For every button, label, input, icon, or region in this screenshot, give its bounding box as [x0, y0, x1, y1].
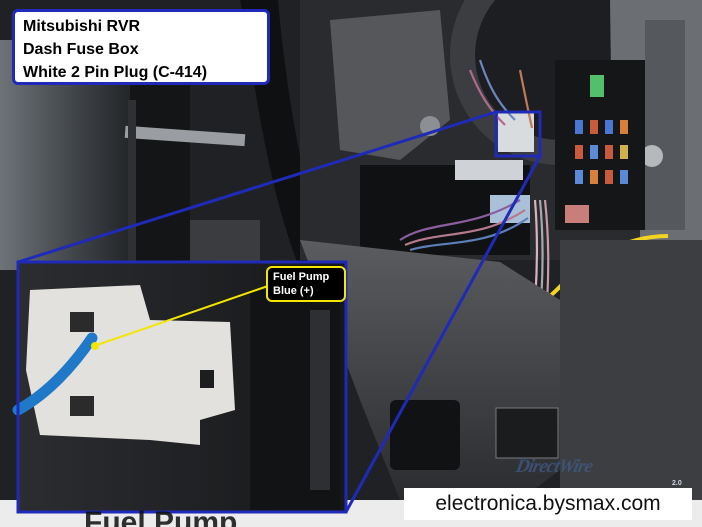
title-box: Mitsubishi RVR Dash Fuse Box White 2 Pin…: [12, 9, 270, 85]
callout-line-function: Fuel Pump: [273, 271, 330, 283]
brand-version: 2.0: [672, 480, 682, 487]
title-line-connector: White 2 Pin Plug (C-414): [23, 64, 208, 81]
site-watermark: electronica.bysmax.com: [404, 488, 692, 520]
brand-logo: DirectWire: [513, 456, 595, 477]
title-line-vehicle: Mitsubishi RVR: [23, 18, 141, 35]
fuel-pump-callout: Fuel Pump Blue (+): [266, 266, 346, 302]
callout-line-wire-color: Blue (+): [273, 285, 314, 297]
title-line-location: Dash Fuse Box: [23, 41, 139, 58]
bottom-caption-partial: Fuel Pump: [84, 506, 238, 527]
